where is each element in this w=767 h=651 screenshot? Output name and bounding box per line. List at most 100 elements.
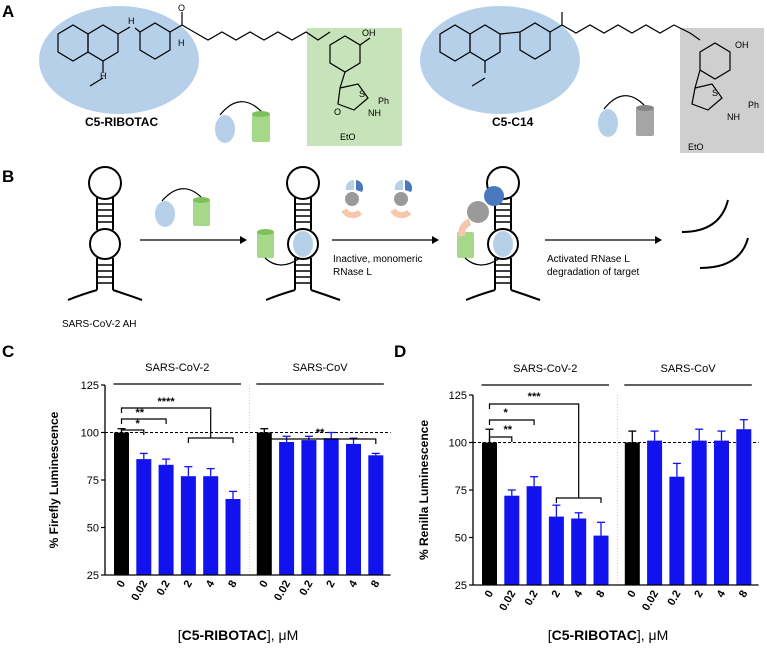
significance-label: * (504, 407, 509, 419)
x-tick-label: 0.02 (497, 589, 518, 614)
step2-label-line2: degradation of target (547, 267, 640, 278)
bound-linker (264, 257, 301, 266)
x-tick-label: 0.02 (272, 579, 293, 604)
chem-label: NH (727, 112, 740, 122)
x-axis-title: [C5-RIBOTAC], μM (548, 627, 669, 643)
x-tick-label: 2 (324, 579, 337, 590)
bar (346, 443, 361, 575)
x-tick-label: 4 (347, 578, 361, 590)
significance-bracket (263, 438, 377, 444)
bar (504, 495, 520, 585)
c5-ribotac-structure: H H O H OH S NH Ph EtO O (39, 3, 402, 146)
chem-label: O (334, 107, 341, 117)
bar (593, 535, 609, 585)
step2-label-line1: Activated RNase L (547, 254, 630, 265)
hairpin-rungs (97, 203, 113, 284)
bar (548, 516, 564, 585)
c5-ribotac-cartoon (215, 101, 270, 143)
y-tick-label: 125 (449, 390, 467, 402)
bar (158, 464, 174, 575)
bound-linker-2 (464, 257, 501, 266)
x-tick-label: 8 (594, 589, 607, 600)
chem-label: H (128, 16, 135, 26)
rna-binder-highlight (39, 6, 199, 114)
y-tick-label: 25 (87, 570, 99, 582)
rnase-l-monomers (341, 179, 413, 219)
x-tick-label: 2 (550, 589, 563, 600)
step1-label-line1: Inactive, monomeric (333, 254, 422, 265)
x-tick-label: 0.02 (129, 579, 150, 604)
group-label: SARS-CoV-2 (513, 363, 577, 375)
significance-bracket (488, 436, 513, 442)
x-tick-label: 2 (182, 579, 195, 590)
bar (736, 429, 752, 585)
c5-c14-cartoon (598, 95, 654, 137)
bar (279, 442, 295, 575)
chem-label: Ph (748, 100, 759, 110)
hairpin-rungs-3 (495, 203, 511, 284)
bar (225, 499, 241, 575)
chem-label: H (100, 71, 107, 81)
chem-label: OH (362, 28, 376, 38)
x-tick-label: 4 (204, 578, 218, 590)
significance-bracket (488, 419, 535, 425)
chem-label: NH (368, 108, 381, 118)
panel-letter-b: B (2, 167, 14, 186)
bar (203, 476, 219, 575)
significance-label: ** (504, 424, 513, 436)
significance-label: * (136, 418, 141, 430)
y-tick-label: 100 (449, 438, 467, 450)
x-tick-label: 0.2 (665, 589, 683, 608)
bound-ribotac-moiety-2 (457, 232, 474, 258)
x-tick-label: 0.2 (297, 579, 315, 598)
rna-binder-highlight-2 (420, 6, 580, 114)
bar (482, 442, 497, 585)
x-tick-label: 0.02 (640, 589, 661, 614)
bar (256, 432, 272, 575)
ribotac-cartoon-b (155, 188, 210, 227)
x-tick-label: 4 (715, 588, 729, 600)
x-tick-label: 8 (737, 589, 750, 600)
c5-ribotac-label: C5-RIBOTAC (85, 115, 158, 129)
y-tick-label: 100 (81, 428, 99, 440)
bar (368, 455, 384, 575)
y-axis-label: % Firefly Luminescence (47, 411, 61, 548)
y-axis-label: % Renilla Luminescence (417, 420, 431, 560)
target-label: SARS-CoV-2 AH (62, 319, 136, 330)
significance-label: *** (528, 391, 542, 403)
rna-hairpin-target (67, 166, 143, 301)
chem-label: S (712, 88, 718, 98)
arrow-2 (332, 236, 439, 244)
x-tick-label: 0.2 (155, 579, 173, 598)
x-tick-label: 8 (369, 579, 382, 590)
bar (647, 440, 663, 585)
activated-rnase-l (458, 186, 504, 237)
c5-c14-label: C5-C14 (492, 115, 534, 129)
x-axis-title: [C5-RIBOTAC], μM (178, 627, 299, 643)
chem-label: OH (735, 40, 749, 50)
bar (136, 459, 152, 575)
bar (669, 476, 685, 585)
c5-c14-structure: OH S NH Ph EtO (420, 6, 764, 153)
bound-binder-2 (493, 231, 513, 257)
panel-letter-a: A (2, 2, 14, 21)
bar (526, 486, 542, 585)
y-tick-label: 75 (455, 485, 467, 497)
rna-hairpin-bound (265, 166, 341, 301)
bar (714, 440, 729, 585)
ribotac-moiety-highlight (307, 28, 402, 146)
y-tick-label: 50 (87, 523, 99, 535)
significance-bracket (488, 403, 580, 498)
x-tick-label: 0 (483, 589, 496, 600)
group-label: SARS-CoV (661, 363, 717, 375)
bound-binder (293, 231, 313, 257)
x-tick-label: 0 (257, 579, 270, 590)
step1-label-line2: RNase L (333, 267, 372, 278)
chem-label: S (359, 89, 365, 99)
arrow-1 (140, 236, 247, 244)
chem-label: EtO (688, 142, 704, 152)
x-tick-label: 0 (625, 589, 638, 600)
significance-label: **** (158, 396, 176, 408)
significance-bracket (120, 418, 167, 424)
